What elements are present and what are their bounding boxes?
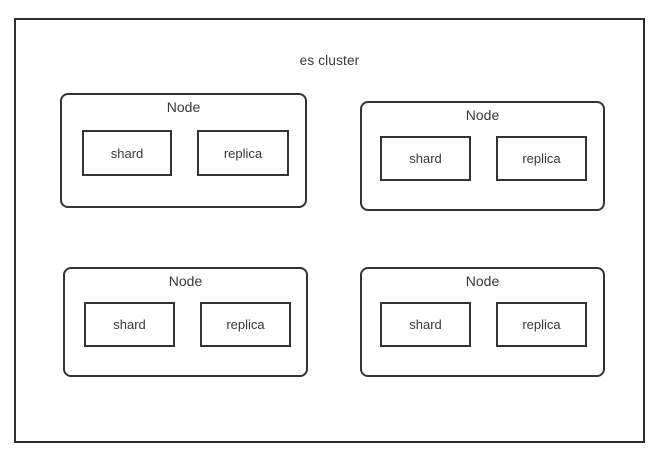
node-box-bottom-right: Node shard replica (360, 267, 605, 377)
replica-label: replica (522, 317, 561, 332)
replica-label: replica (226, 317, 265, 332)
shard-label: shard (409, 317, 442, 332)
node-label: Node (168, 273, 203, 289)
shard-box: shard (380, 136, 471, 181)
replica-box: replica (496, 136, 587, 181)
replica-label: replica (522, 151, 561, 166)
replica-label: replica (223, 145, 263, 161)
shard-box: shard (82, 130, 172, 176)
node-box-top-right: Node shard replica (360, 101, 605, 211)
replica-box: replica (197, 130, 289, 176)
shard-box: shard (380, 302, 471, 347)
shard-label: shard (110, 145, 144, 161)
es-cluster-boundary: es cluster Node shard replica Node shard… (14, 18, 645, 443)
shard-box: shard (84, 302, 175, 347)
shard-label: shard (113, 317, 146, 332)
node-box-bottom-left: Node shard replica (63, 267, 308, 377)
replica-box: replica (496, 302, 587, 347)
replica-box: replica (200, 302, 291, 347)
node-box-top-left: Node shard replica (60, 93, 307, 208)
node-label: Node (465, 273, 500, 289)
node-label: Node (465, 107, 500, 123)
shard-label: shard (409, 151, 442, 166)
diagram-title: es cluster (299, 53, 360, 68)
node-label: Node (166, 99, 201, 115)
